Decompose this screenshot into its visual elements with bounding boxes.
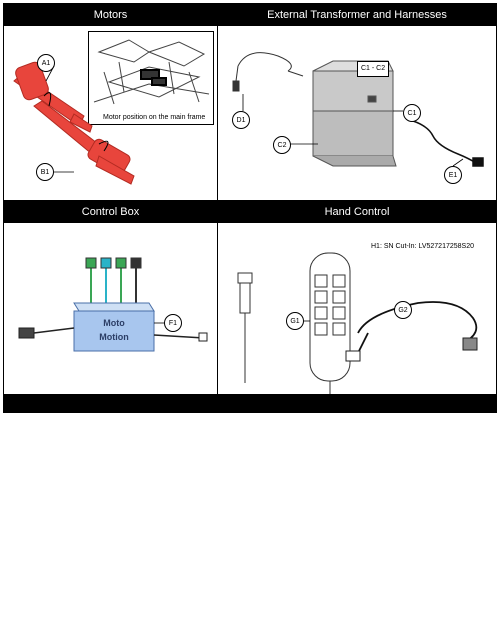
callout-c2: C2 [273,136,291,154]
callout-d1: D1 [232,111,250,129]
control-box-title: Control Box [81,206,140,218]
callout-e1: E1 [444,166,462,184]
column-divider [217,4,218,412]
callout-b1: B1 [36,163,54,181]
callout-g1: G1 [286,312,304,330]
transformer-panel: D1 C1 - C2 C1 C2 E1 [218,26,496,200]
motors-leaders [45,65,74,173]
transformer-header: External Transformer and Harnesses [218,4,496,26]
control-box-panel: Moto Motion F1 [4,223,217,394]
motors-drawing [13,61,135,185]
hand-control-drawing [237,252,478,394]
callout-f1: F1 [164,314,182,332]
inset-caption: Motor position on the main frame [103,114,206,121]
callout-g2: G2 [394,301,412,319]
callout-c1: C1 [403,104,421,122]
frame-inset: Motor position on the main frame [88,31,214,125]
transformer-title: External Transformer and Harnesses [267,9,447,21]
callout-c1-c2: C1 - C2 [357,61,390,77]
logo-moto: Moto [103,318,125,328]
motors-header: Motors [4,4,217,26]
control-box-header: Control Box [4,201,217,223]
main-frame-drawing [93,39,210,105]
row-divider-1 [4,200,496,201]
callout-a1: A1 [37,54,55,72]
logo-motion: Motion [99,332,129,342]
hand-control-title: Hand Control [324,206,390,218]
hand-control-panel: H1: SN Cut-In: LV527217258S20 [218,223,496,394]
footer-bar [4,394,496,412]
parts-sheet: Motors External Transformer and Harnesse… [3,3,497,413]
cut-in-note: H1: SN Cut-In: LV527217258S20 [371,243,474,250]
hand-control-header: Hand Control [218,201,496,223]
control-box-drawing: Moto Motion [18,257,208,352]
motors-panel: Motor position on the main frame A1 B1 [4,26,217,200]
motors-title: Motors [93,9,128,21]
